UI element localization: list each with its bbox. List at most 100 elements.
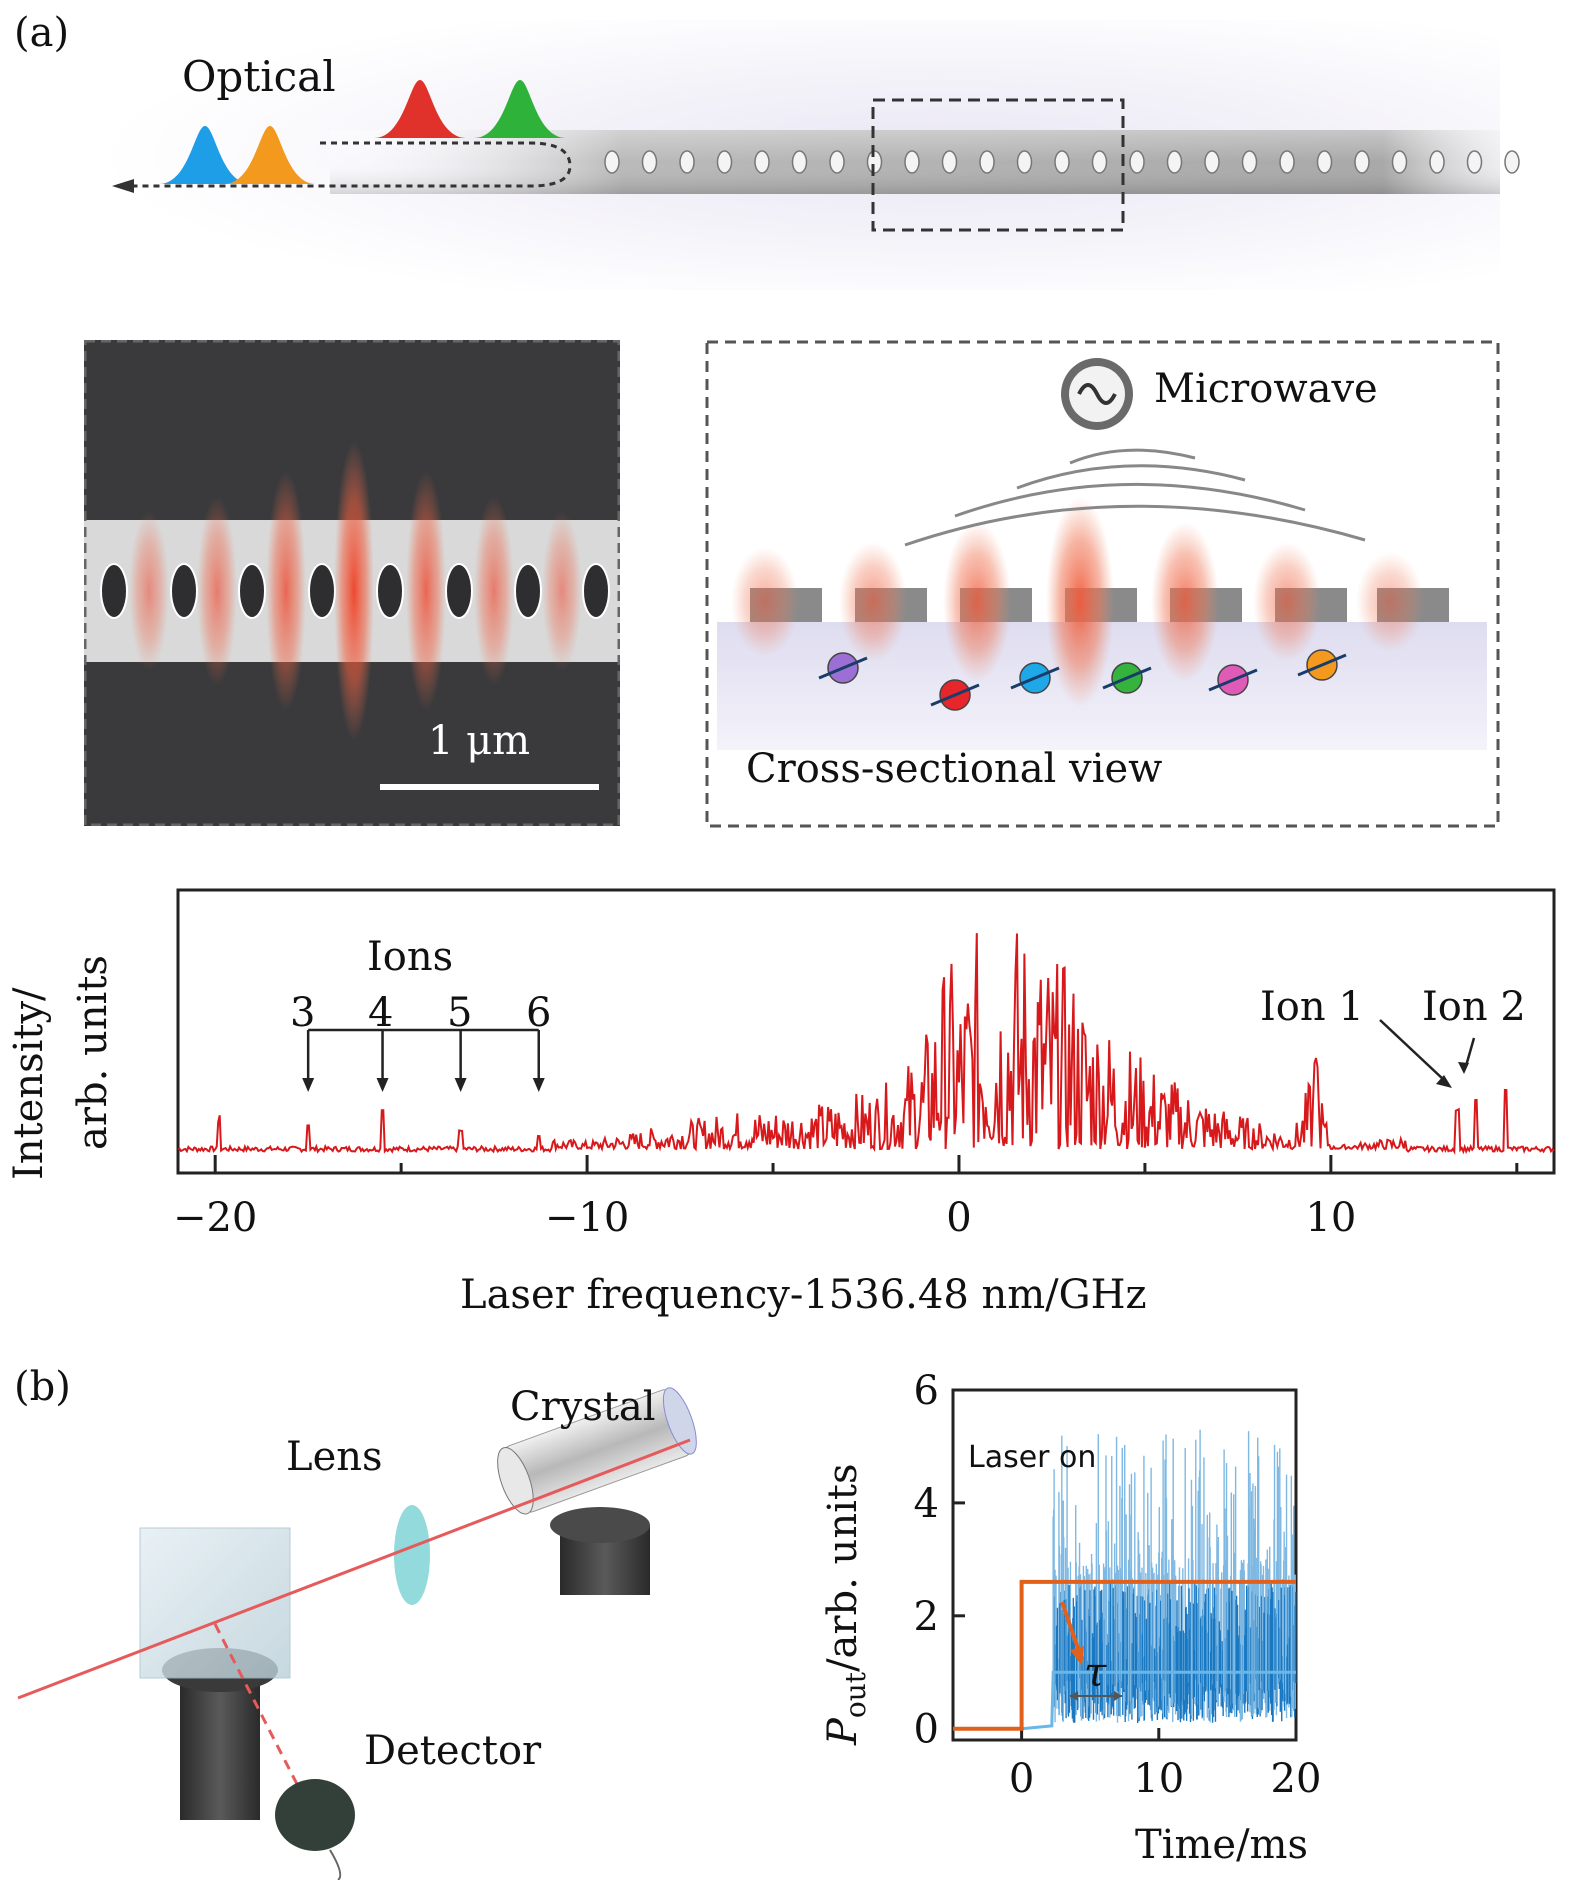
ion-spin-arrow	[1102, 666, 1152, 690]
waveguide-hole	[641, 150, 658, 174]
scale-bar-label: 1 μm	[428, 718, 531, 764]
panel-b-label: (b)	[14, 1364, 71, 1410]
y-tick-label: 0	[914, 1707, 939, 1753]
field-intensity-lobe	[943, 522, 1011, 682]
field-intensity-lobe	[1046, 497, 1114, 707]
ion-spin-arrow	[818, 656, 868, 680]
laser-on-annotation: Laser on	[968, 1440, 1097, 1475]
x-tick-label: −20	[173, 1195, 257, 1241]
pout-signal-noise	[1052, 1429, 1297, 1723]
y-tick-label: 4	[914, 1481, 939, 1527]
ion2-arrow-head	[1458, 1062, 1469, 1074]
laser-on-trace	[953, 1579, 1296, 1731]
crystal-label: Crystal	[510, 1384, 656, 1430]
pout-ylabel-rest: /arb. units	[820, 1463, 866, 1672]
waveguide-hole	[1354, 150, 1370, 174]
optical-pulse	[474, 80, 566, 138]
waveguide-hole	[716, 150, 733, 174]
waveguide-hole	[1204, 150, 1220, 174]
pout-plot-frame	[951, 1388, 1298, 1742]
spectrum-ylabel-2: arb. units	[70, 955, 116, 1150]
lens-label: Lens	[286, 1434, 383, 1480]
y-tick-label: 2	[914, 1594, 939, 1640]
ion-num-5: 5	[447, 990, 473, 1036]
ion-num-6: 6	[526, 990, 552, 1036]
x-tick-label: 0	[1009, 1756, 1034, 1802]
pout-ylabel: Pout/arb. units	[820, 1464, 872, 1745]
spectrum-xlabel: Laser frequency-1536.48 nm/GHz	[460, 1272, 1147, 1318]
photonic-crystal-holes	[604, 150, 1520, 174]
sem-hole	[376, 563, 404, 619]
cross-section-label: Cross-sectional view	[746, 746, 1163, 792]
waveguide-hole	[1166, 150, 1183, 174]
panel-a-label: (a)	[14, 10, 70, 56]
sem-hole	[100, 563, 128, 619]
waveguide-hole	[679, 150, 695, 174]
ion-arrow-head	[376, 1078, 389, 1092]
sem-image	[84, 340, 620, 826]
ion-spin-arrow	[930, 683, 980, 707]
waveguide-hole	[1054, 150, 1070, 174]
spectrum-ylabel-1: Intensity/	[6, 987, 52, 1180]
optical-pulse	[159, 126, 251, 184]
field-intensity-lobe	[731, 547, 799, 657]
waveguide-hole	[754, 150, 770, 174]
sem-hole	[582, 563, 610, 619]
ion-arrow-head	[454, 1078, 467, 1092]
optical-pulse	[224, 126, 316, 184]
ion-num-3: 3	[290, 990, 316, 1036]
ion2-label: Ion 2	[1422, 984, 1526, 1030]
waveguide-hole	[1391, 150, 1408, 174]
ion1-label: Ion 1	[1260, 984, 1364, 1030]
field-intensity-lobe	[406, 471, 446, 711]
waveguide-hole	[904, 150, 920, 174]
ion-num-4: 4	[368, 990, 394, 1036]
ion-arrow-head	[532, 1078, 545, 1092]
ion-spin-arrow	[1208, 668, 1258, 692]
waveguide-hole	[979, 150, 995, 174]
waveguide-hole	[941, 150, 958, 174]
waveguide-hole	[604, 150, 620, 174]
optical-label: Optical	[182, 52, 336, 101]
tau-label: τ	[1084, 1650, 1107, 1696]
field-intensity-lobe	[1253, 542, 1321, 662]
spectrum-plot-frame	[176, 888, 1556, 1175]
field-intensity-lobe	[1151, 522, 1219, 682]
field-intensity-lobe	[474, 496, 514, 686]
y-tick-label: 6	[914, 1370, 939, 1414]
waveguide-hole	[1091, 150, 1108, 174]
field-intensity-lobe	[542, 511, 582, 671]
pout-ylabel-main: P	[820, 1718, 866, 1745]
waveguide-hole	[791, 150, 808, 174]
ion1-arrow	[1379, 1019, 1445, 1081]
sem-hole	[170, 563, 198, 619]
ion-arrow-head	[302, 1078, 315, 1092]
waveguide-hole	[1316, 150, 1333, 174]
optical-pulses	[159, 80, 566, 184]
sem-hole	[445, 563, 473, 619]
waveguide-hole	[1504, 150, 1520, 174]
x-tick-label: 0	[946, 1195, 971, 1241]
waveguide-hole	[1429, 150, 1445, 174]
waveguide-hole	[1016, 150, 1033, 174]
ion-spin-arrow	[1297, 653, 1347, 677]
x-tick-label: 10	[1305, 1195, 1356, 1241]
waveguide-illustration	[100, 20, 1520, 290]
pout-ylabel-sub: out	[839, 1671, 872, 1719]
pout-xlabel: Time/ms	[1135, 1822, 1309, 1868]
ion1-arrow-head	[1436, 1075, 1452, 1088]
ions-label: Ions	[367, 934, 454, 980]
ion2-arrow	[1464, 1037, 1476, 1067]
sem-hole	[238, 563, 266, 619]
ion-spin-arrow	[1010, 666, 1060, 690]
waveguide-hole	[1279, 150, 1295, 174]
field-intensity-lobe	[839, 542, 907, 662]
waveguide-hole	[1129, 150, 1145, 174]
sem-hole	[308, 563, 336, 619]
cross-section-diagram	[705, 340, 1500, 828]
microwave-label: Microwave	[1154, 366, 1378, 412]
spectrum-trace	[177, 933, 1555, 1156]
field-intensity-lobe	[1356, 552, 1424, 652]
